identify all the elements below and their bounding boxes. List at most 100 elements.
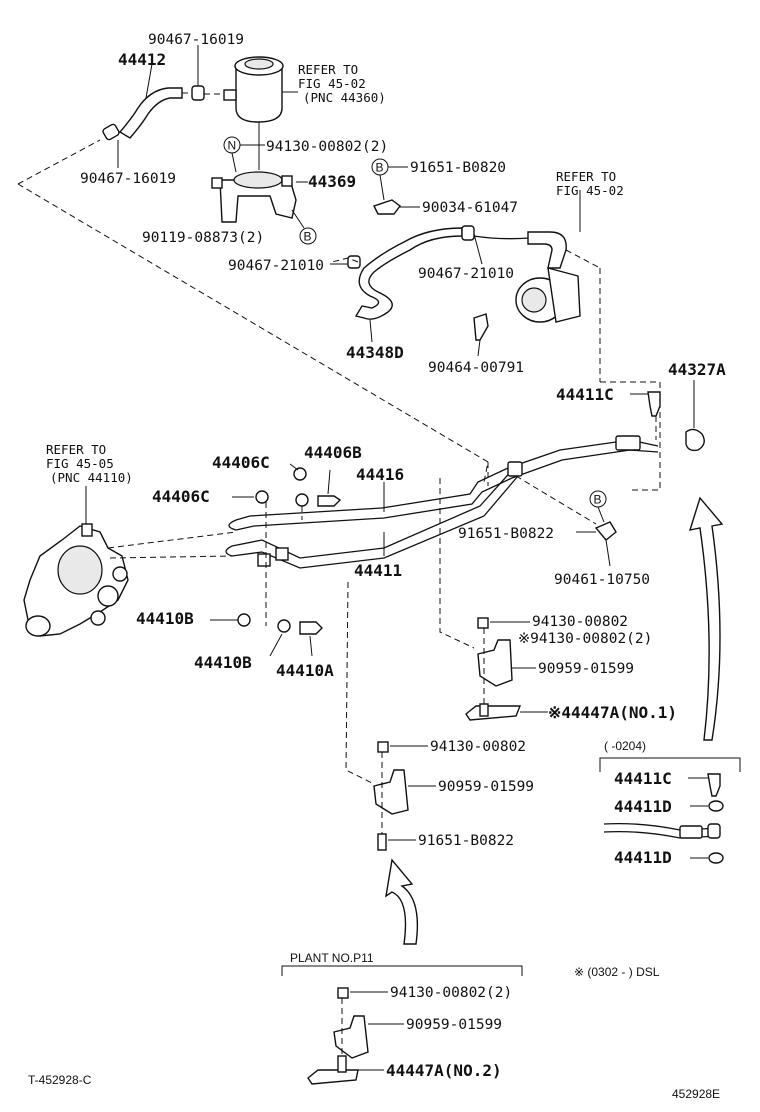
bracket-90959-01599-b <box>373 769 409 815</box>
ref-gear-line2: FIG 45-05 <box>46 456 114 471</box>
gear-port-1 <box>97 585 119 607</box>
label-44447a-no2: 44447A(NO.2) <box>386 1061 502 1080</box>
bracket-44447a-no2 <box>307 1069 359 1085</box>
callout-b-2: B <box>376 161 384 175</box>
gasket-44406c-b <box>293 467 307 481</box>
label-44416: 44416 <box>356 465 404 484</box>
gasket-44406c-c <box>295 493 309 507</box>
label-90464-00791: 90464-00791 <box>428 360 524 376</box>
figure-code-left: T-452928-C <box>28 1073 92 1087</box>
return-hose-group: B <box>330 158 489 357</box>
gasket-44410-labels: 44410B 44410B 44410A <box>136 609 334 680</box>
fitting-joint <box>507 461 523 477</box>
bolt-no2 <box>337 1055 347 1073</box>
label-44369: 44369 <box>308 172 356 191</box>
hose-clamp-left <box>102 123 120 141</box>
reservoir-outlet <box>223 89 237 101</box>
gasket-44410b-b <box>277 619 291 633</box>
label-90959-01599-c: 90959-01599 <box>406 1017 502 1033</box>
reservoir-group <box>102 45 298 168</box>
view-arrow-right <box>688 496 724 741</box>
label-44412: 44412 <box>118 50 166 69</box>
label-90467-21010-b: 90467-21010 <box>418 266 514 282</box>
label-91651-b0820: 91651-B0820 <box>410 160 506 176</box>
pump-inlet-pipe <box>527 231 567 269</box>
dashed-reference-line <box>17 139 489 483</box>
label-44410b-a: 44410B <box>136 609 194 628</box>
return-hose-labels: 91651-B0820 90034-61047 90467-21010 9046… <box>228 160 524 376</box>
inset-tube-nut <box>679 825 703 839</box>
hose-44348d <box>354 227 463 320</box>
hose-clamp-top <box>191 85 205 101</box>
label-94130-00802-d: 94130-00802(2) <box>390 985 512 1001</box>
inset-gasket-a <box>708 800 724 812</box>
union-bolt-44406b <box>317 495 342 507</box>
hose-clamp-right <box>461 225 475 241</box>
hose-44412 <box>118 87 183 139</box>
gaskets-44410 <box>210 572 323 657</box>
reservoir-cap-top <box>244 58 274 70</box>
union-bolt-44411c <box>647 391 661 417</box>
label-44411d-b: 44411D <box>614 848 672 867</box>
bracket-44369: N B <box>211 122 317 245</box>
label-90119-08873-2: 90119-08873(2) <box>142 230 264 246</box>
bracket-ring <box>233 171 283 189</box>
gasket-44406c-a <box>255 490 269 504</box>
plant-p11-labels: 94130-00802(2) 90959-01599 44447A(NO.2) <box>386 985 512 1080</box>
ref-tank-line1: REFER TO <box>298 62 358 77</box>
label-44411: 44411 <box>354 561 402 580</box>
label-44410b-b: 44410B <box>194 653 252 672</box>
nut-94130-00802-c <box>377 741 389 753</box>
bracket-44447a-no1 <box>465 705 522 721</box>
label-44348d: 44348D <box>346 343 404 362</box>
ref-gear-line3: (PNC 44110) <box>50 470 133 485</box>
pump-labels: REFER TO FIG 45-02 <box>556 169 624 198</box>
tube-44416-a <box>235 439 659 521</box>
grommet-90464-00791 <box>473 313 489 341</box>
bracket-body <box>219 179 297 223</box>
bracket-middle-group <box>345 581 436 851</box>
bolt-no1 <box>479 703 489 717</box>
gear-port-2 <box>112 566 128 582</box>
dsl-note: ※ (0302 - ) DSL <box>574 965 660 979</box>
callout-n: N <box>228 139 237 153</box>
label-91651-b0822-a: 91651-B0822 <box>458 526 554 542</box>
hose-clamp-lower <box>347 255 361 269</box>
label-44410a: 44410A <box>276 661 334 680</box>
nut-94130-00802-a <box>477 617 489 629</box>
bracket-no1-group <box>439 478 548 721</box>
gaskets-44406 <box>232 463 342 572</box>
inset-labels: 44411C 44411D 44411D <box>614 769 672 867</box>
view-arrow-middle <box>385 858 419 945</box>
label-90467-16019-left: 90467-16019 <box>80 171 176 187</box>
bracket-bolt-left <box>211 177 223 189</box>
pump-housing <box>547 267 581 323</box>
label-44411c-inset: 44411C <box>614 769 672 788</box>
plant-p11-group: PLANT NO.P11 <box>281 951 523 1085</box>
callout-b-3: B <box>594 493 602 507</box>
pump-group <box>473 190 601 382</box>
plant-label: PLANT NO.P11 <box>290 951 374 965</box>
ref-tank-line3: (PNC 44360) <box>303 90 386 105</box>
bracket-labels: 94130-00802(2) 44369 90119-08873(2) <box>142 139 388 246</box>
gear-sector <box>57 545 103 595</box>
pressure-line-labels: 44411C 44327A <box>556 360 726 404</box>
inset-union-bolt <box>707 773 721 797</box>
bracket-no1-labels: 94130-00802 ※94130-00802(2) 90959-01599 … <box>518 614 677 722</box>
bolt-91651-b0822-b <box>377 833 387 851</box>
ref-gear-line1: REFER TO <box>46 442 106 457</box>
inset-range-label: ( -0204) <box>604 739 646 753</box>
label-90959-01599-a: 90959-01599 <box>538 661 634 677</box>
label-44406c-b: 44406C <box>152 487 210 506</box>
clip-90034-61047 <box>373 199 401 215</box>
label-90467-21010-a: 90467-21010 <box>228 258 324 274</box>
gasket-44410b-a <box>237 613 251 627</box>
label-91651-b0822-b: 91651-B0822 <box>418 833 514 849</box>
label-44406c-a: 44406C <box>212 453 270 472</box>
bracket-90959-01599-a <box>477 639 513 687</box>
main-tube-labels: 44416 44411 <box>354 465 404 580</box>
label-44327a: 44327A <box>668 360 726 379</box>
label-94130-00802-a: 94130-00802 <box>532 614 628 630</box>
main-tubes <box>225 435 659 569</box>
gear-end-cap <box>25 615 51 637</box>
